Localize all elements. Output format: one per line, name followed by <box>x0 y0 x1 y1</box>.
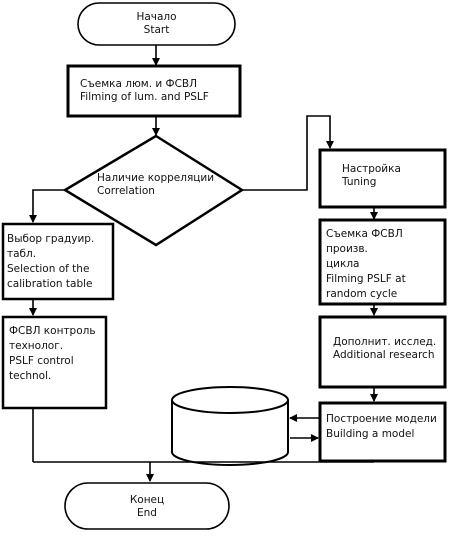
filming-label: Съемка люм. и ФСВЛ Filming of lum. and P… <box>80 78 235 104</box>
random-cycle-label: Съемка ФСВЛ произв. цикла Filming PSLF a… <box>326 227 443 302</box>
calibration-label-en-2: calibration table <box>7 278 93 290</box>
research-label: Дополнит. исслед. Additional research <box>333 336 443 362</box>
correlation-decision <box>62 134 245 247</box>
tuning-box <box>318 148 447 209</box>
research-label-ru: Дополнит. исслед. <box>333 336 437 348</box>
research-label-en: Additional research <box>333 349 435 361</box>
filming-label-en: Filming of lum. and PSLF <box>80 91 209 103</box>
calibration-label-en-1: Selection of the <box>7 263 90 275</box>
database-cylinder <box>171 386 289 466</box>
random-cycle-label-ru-2: цикла <box>326 258 360 270</box>
end-label: Конец End <box>65 494 229 520</box>
start-label-ru: Начало <box>136 11 177 23</box>
decision-label: Наличие корреляции Correlation <box>97 172 227 198</box>
end-label-en: End <box>137 507 157 519</box>
calibration-label: Выбор градуир. табл. Selection of the ca… <box>7 232 111 292</box>
calibration-box <box>1 222 115 301</box>
random-cycle-label-en-2: random cycle <box>326 288 398 300</box>
tuning-label-ru: Настройка <box>342 163 401 175</box>
model-label-ru: Построение модели <box>326 413 437 425</box>
random-cycle-box <box>318 218 447 306</box>
model-label: Построение модели Building a model <box>326 412 444 442</box>
random-cycle-label-ru-1: Съемка ФСВЛ произв. <box>326 228 403 255</box>
research-box <box>318 315 447 389</box>
control-box <box>1 315 108 410</box>
calibration-label-ru-2: табл. <box>7 248 37 260</box>
connector-decision-calibration <box>29 189 65 223</box>
control-label-ru-1: ФСВЛ контроль <box>9 325 96 337</box>
connector-decision-tuning <box>242 115 334 191</box>
tuning-label-en: Tuning <box>342 176 377 188</box>
model-box <box>318 401 447 463</box>
start-label-en: Start <box>143 24 170 36</box>
control-label-en-1: PSLF control <box>9 355 74 367</box>
end-label-ru: Конец <box>129 494 165 506</box>
start-label: Начало Start <box>78 11 235 37</box>
control-label: ФСВЛ контроль технолог. PSLF control tec… <box>9 324 104 384</box>
control-label-en-2: technol. <box>9 370 52 382</box>
end-terminator <box>64 482 230 530</box>
decision-label-ru: Наличие корреляции <box>97 172 215 184</box>
calibration-label-ru-1: Выбор градуир. <box>7 233 95 245</box>
filming-label-ru: Съемка люм. и ФСВЛ <box>80 78 198 90</box>
tuning-label: Настройка Tuning <box>342 163 442 189</box>
control-label-ru-2: технолог. <box>9 340 64 352</box>
random-cycle-label-en-1: Filming PSLF at <box>326 273 406 285</box>
decision-label-en: Correlation <box>97 185 155 197</box>
filming-box <box>66 64 242 118</box>
model-label-en: Building a model <box>326 428 415 440</box>
